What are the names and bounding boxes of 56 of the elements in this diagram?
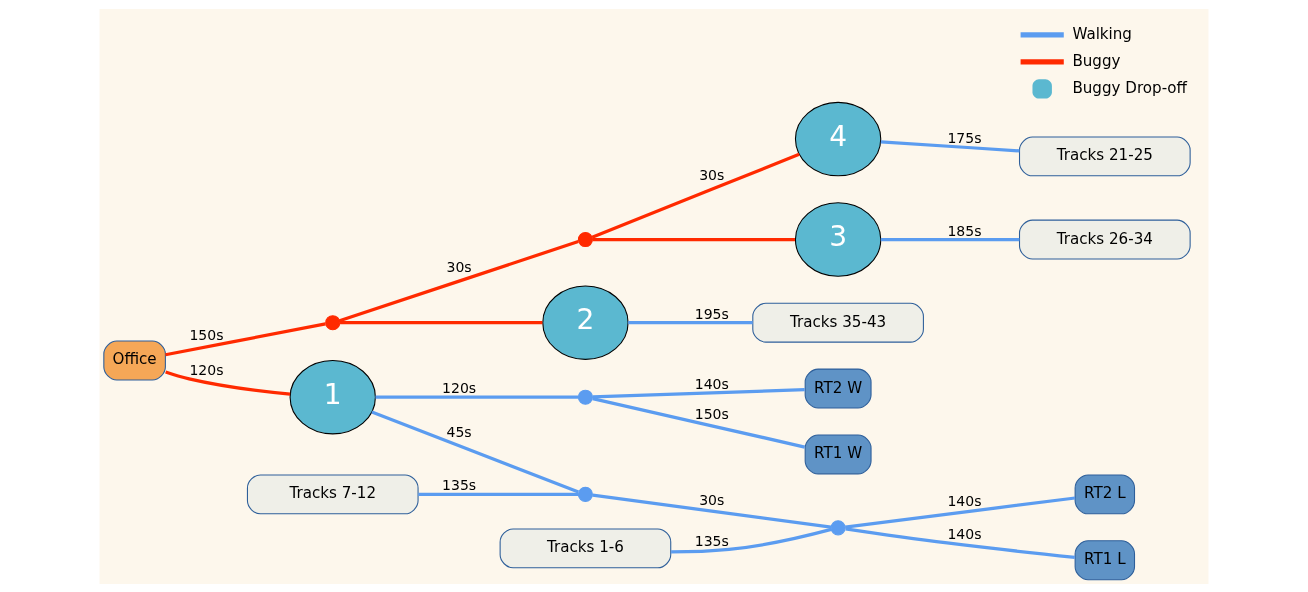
node-ellipse: 3	[794, 201, 882, 277]
edge-label: 140s	[947, 525, 982, 542]
node-circle	[577, 389, 593, 405]
edge-label: 135s	[442, 476, 477, 493]
node-box: Tracks 21-25	[1019, 135, 1191, 176]
connector	[165, 321, 326, 356]
edge-label: 45s	[446, 423, 472, 439]
connector	[591, 152, 800, 239]
node-box: RT1 L	[1074, 539, 1136, 580]
node-box: RT2 W	[804, 368, 872, 409]
node-box: Tracks 35-43	[752, 302, 924, 343]
connector	[418, 492, 579, 496]
node-box: Tracks 1-6	[499, 527, 672, 568]
edge-label: 150s	[694, 405, 729, 422]
connector	[375, 395, 579, 399]
connector	[880, 237, 1020, 241]
connector	[339, 239, 579, 322]
node-box: Tracks 7-12	[246, 473, 419, 514]
edge-label: 30s	[699, 491, 725, 508]
connector	[592, 493, 832, 529]
node-box: Office	[103, 340, 166, 380]
connector	[880, 139, 1020, 152]
node-circle	[577, 486, 593, 502]
edge-label: 30s	[699, 166, 725, 182]
edge-label: 185s	[947, 222, 982, 239]
edge-label: 120s	[189, 361, 224, 378]
edge-label: 195s	[694, 305, 729, 322]
edge-label: 150s	[189, 326, 224, 343]
node-box: RT1 W	[804, 433, 872, 474]
node-circle	[325, 314, 341, 330]
connector	[592, 387, 805, 399]
connector	[165, 369, 291, 396]
connector	[371, 409, 580, 494]
node-ellipse: 4	[794, 101, 882, 176]
edge-label: 120s	[442, 379, 477, 396]
node-box: RT2 L	[1074, 473, 1136, 514]
legend-label: Buggy Drop-off	[1072, 78, 1188, 97]
legend-label: Buggy	[1072, 51, 1121, 70]
connector	[671, 527, 832, 554]
edge-label: 140s	[694, 375, 729, 392]
legend-label: Walking	[1072, 24, 1132, 43]
connector	[592, 237, 795, 241]
node-circle	[830, 519, 846, 535]
connector	[592, 396, 806, 449]
connector	[845, 495, 1076, 529]
edge-label: 30s	[446, 258, 472, 275]
edge-label: 135s	[694, 532, 729, 549]
node-ellipse: 1	[289, 359, 376, 434]
node-ellipse: 2	[542, 284, 629, 360]
connector	[340, 320, 543, 324]
edge-label: 140s	[947, 492, 982, 509]
connector	[845, 526, 1076, 559]
node-circle	[577, 231, 593, 247]
node-box: Tracks 26-34	[1019, 219, 1191, 260]
connector	[628, 320, 753, 324]
edge-label: 175s	[947, 129, 982, 146]
